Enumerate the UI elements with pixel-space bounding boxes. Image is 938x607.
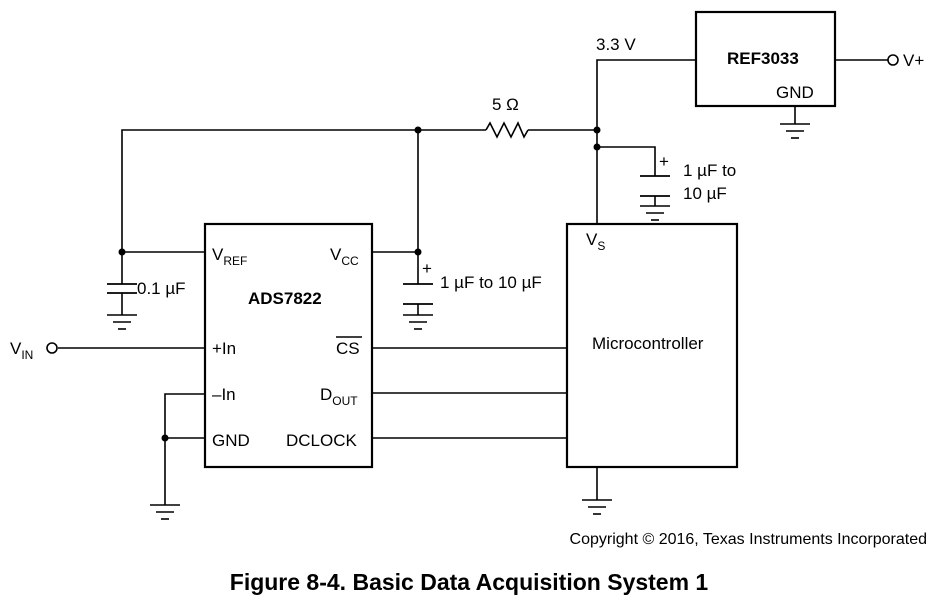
pin-vcc: VCC <box>330 245 359 268</box>
ref3033-gnd-pin: GND <box>776 83 814 102</box>
vs-capacitor <box>640 175 670 197</box>
pin-cs: CS <box>336 339 360 358</box>
ground-symbol-vcc-cap <box>403 314 433 330</box>
ground-symbol-ref <box>780 123 810 139</box>
pin-vs: VS <box>586 230 605 253</box>
ground-symbol-vref-cap <box>107 314 137 330</box>
resistor-label: 5 Ω <box>492 95 519 114</box>
junction-dots <box>118 126 601 442</box>
ads7822-name: ADS7822 <box>248 289 322 308</box>
ground-symbol-vs-cap <box>640 205 670 221</box>
wires <box>58 59 888 505</box>
pin-dout: DOUT <box>320 385 358 408</box>
ref3033-chip <box>694 10 837 108</box>
vs-capacitor-polarity: + <box>659 152 669 171</box>
vcc-capacitor-polarity: + <box>422 259 432 278</box>
vcc-capacitor-label: 1 µF to 10 µF <box>440 273 542 292</box>
vs-capacitor-label-line2: 10 µF <box>683 184 727 203</box>
output-label: V+ <box>903 51 924 70</box>
figure-caption: Figure 8-4. Basic Data Acquisition Syste… <box>230 569 709 595</box>
pin-gnd: GND <box>212 431 250 450</box>
vs-capacitor-label-line1: 1 µF to <box>683 161 736 180</box>
resistor-symbol <box>485 121 529 139</box>
ground-symbol-adc <box>150 504 180 520</box>
ref3033-name: REF3033 <box>727 49 799 68</box>
input-terminal <box>46 342 58 354</box>
pin-vref: VREF <box>212 245 247 268</box>
vref-capacitor <box>107 283 137 304</box>
ads7822-chip <box>203 222 374 469</box>
output-terminal <box>887 54 899 66</box>
vref-capacitor-label: 0.1 µF <box>137 279 186 298</box>
copyright-text: Copyright © 2016, Texas Instruments Inco… <box>570 531 927 548</box>
vcc-capacitor <box>403 283 433 305</box>
pin-in-minus: –In <box>212 385 236 404</box>
input-label: VIN <box>10 339 33 362</box>
microcontroller-name: Microcontroller <box>592 334 704 353</box>
pin-dclock: DCLOCK <box>286 431 358 450</box>
pin-in-plus: +In <box>212 339 236 358</box>
voltage-label: 3.3 V <box>596 35 636 54</box>
microcontroller-chip <box>565 222 739 469</box>
ground-symbol-mcu <box>582 499 612 515</box>
